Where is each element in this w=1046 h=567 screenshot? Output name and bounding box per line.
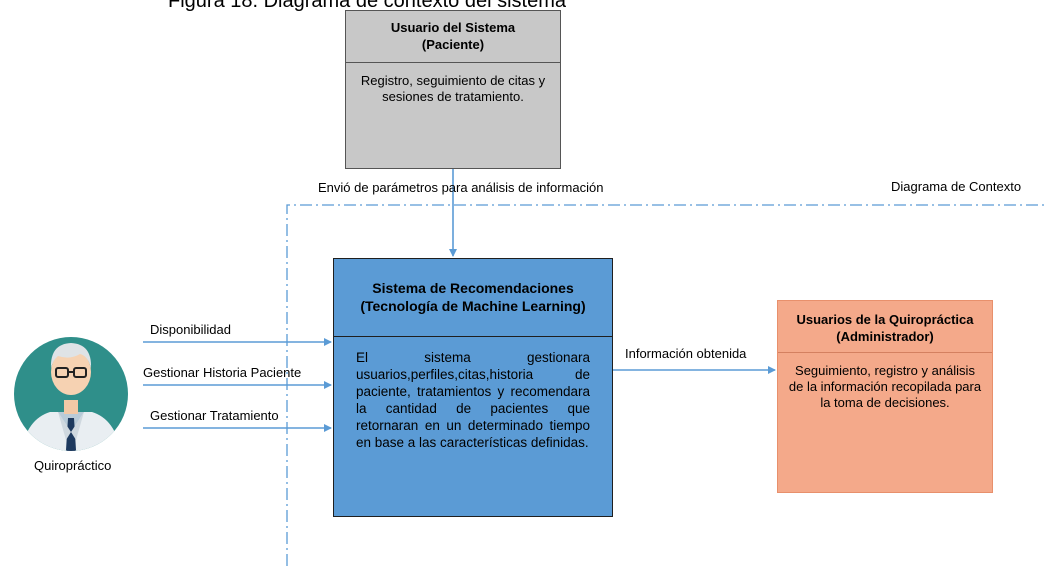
- entity-paciente-subtitle: (Paciente): [421, 37, 485, 52]
- entity-admin: Usuarios de la Quiropráctica (Administra…: [777, 300, 993, 493]
- process-sistema-subtitle: (Tecnología de Machine Learning): [360, 298, 586, 314]
- entity-paciente: Usuario del Sistema (Paciente) Registro,…: [345, 10, 561, 169]
- process-sistema-title: Sistema de Recomendaciones: [372, 280, 574, 296]
- entity-paciente-title: Usuario del Sistema: [390, 20, 516, 35]
- entity-paciente-description: Registro, seguimiento de citas y sesione…: [360, 73, 546, 104]
- doctor-icon: [14, 337, 128, 451]
- entity-admin-subtitle: (Administrador): [836, 329, 934, 344]
- entity-paciente-header: Usuario del Sistema (Paciente): [346, 11, 560, 63]
- flow-label-tratamiento: Gestionar Tratamiento: [150, 408, 279, 423]
- entity-admin-description: Seguimiento, registro y análisis de la i…: [788, 363, 982, 410]
- entity-admin-header: Usuarios de la Quiropráctica (Administra…: [778, 301, 992, 353]
- flow-label-historia: Gestionar Historia Paciente: [143, 365, 302, 380]
- flow-label-informacion: Información obtenida: [625, 346, 747, 361]
- context-boundary-line: [286, 204, 1046, 566]
- flow-label-envio: Envió de parámetros para análisis de inf…: [318, 180, 604, 195]
- entity-admin-title: Usuarios de la Quiropráctica: [796, 312, 974, 327]
- actor-label: Quiropráctico: [34, 458, 112, 473]
- process-sistema: Sistema de Recomendaciones (Tecnología d…: [333, 258, 613, 517]
- flow-label-disponibilidad: Disponibilidad: [150, 322, 231, 337]
- boundary-label: Diagrama de Contexto: [891, 179, 1022, 194]
- process-sistema-description: El sistema gestionara usuarios,perfiles,…: [356, 350, 590, 450]
- process-sistema-header: Sistema de Recomendaciones (Tecnología d…: [334, 259, 612, 337]
- figure-title: Figura 18. Diagrama de contexto del sist…: [168, 0, 566, 12]
